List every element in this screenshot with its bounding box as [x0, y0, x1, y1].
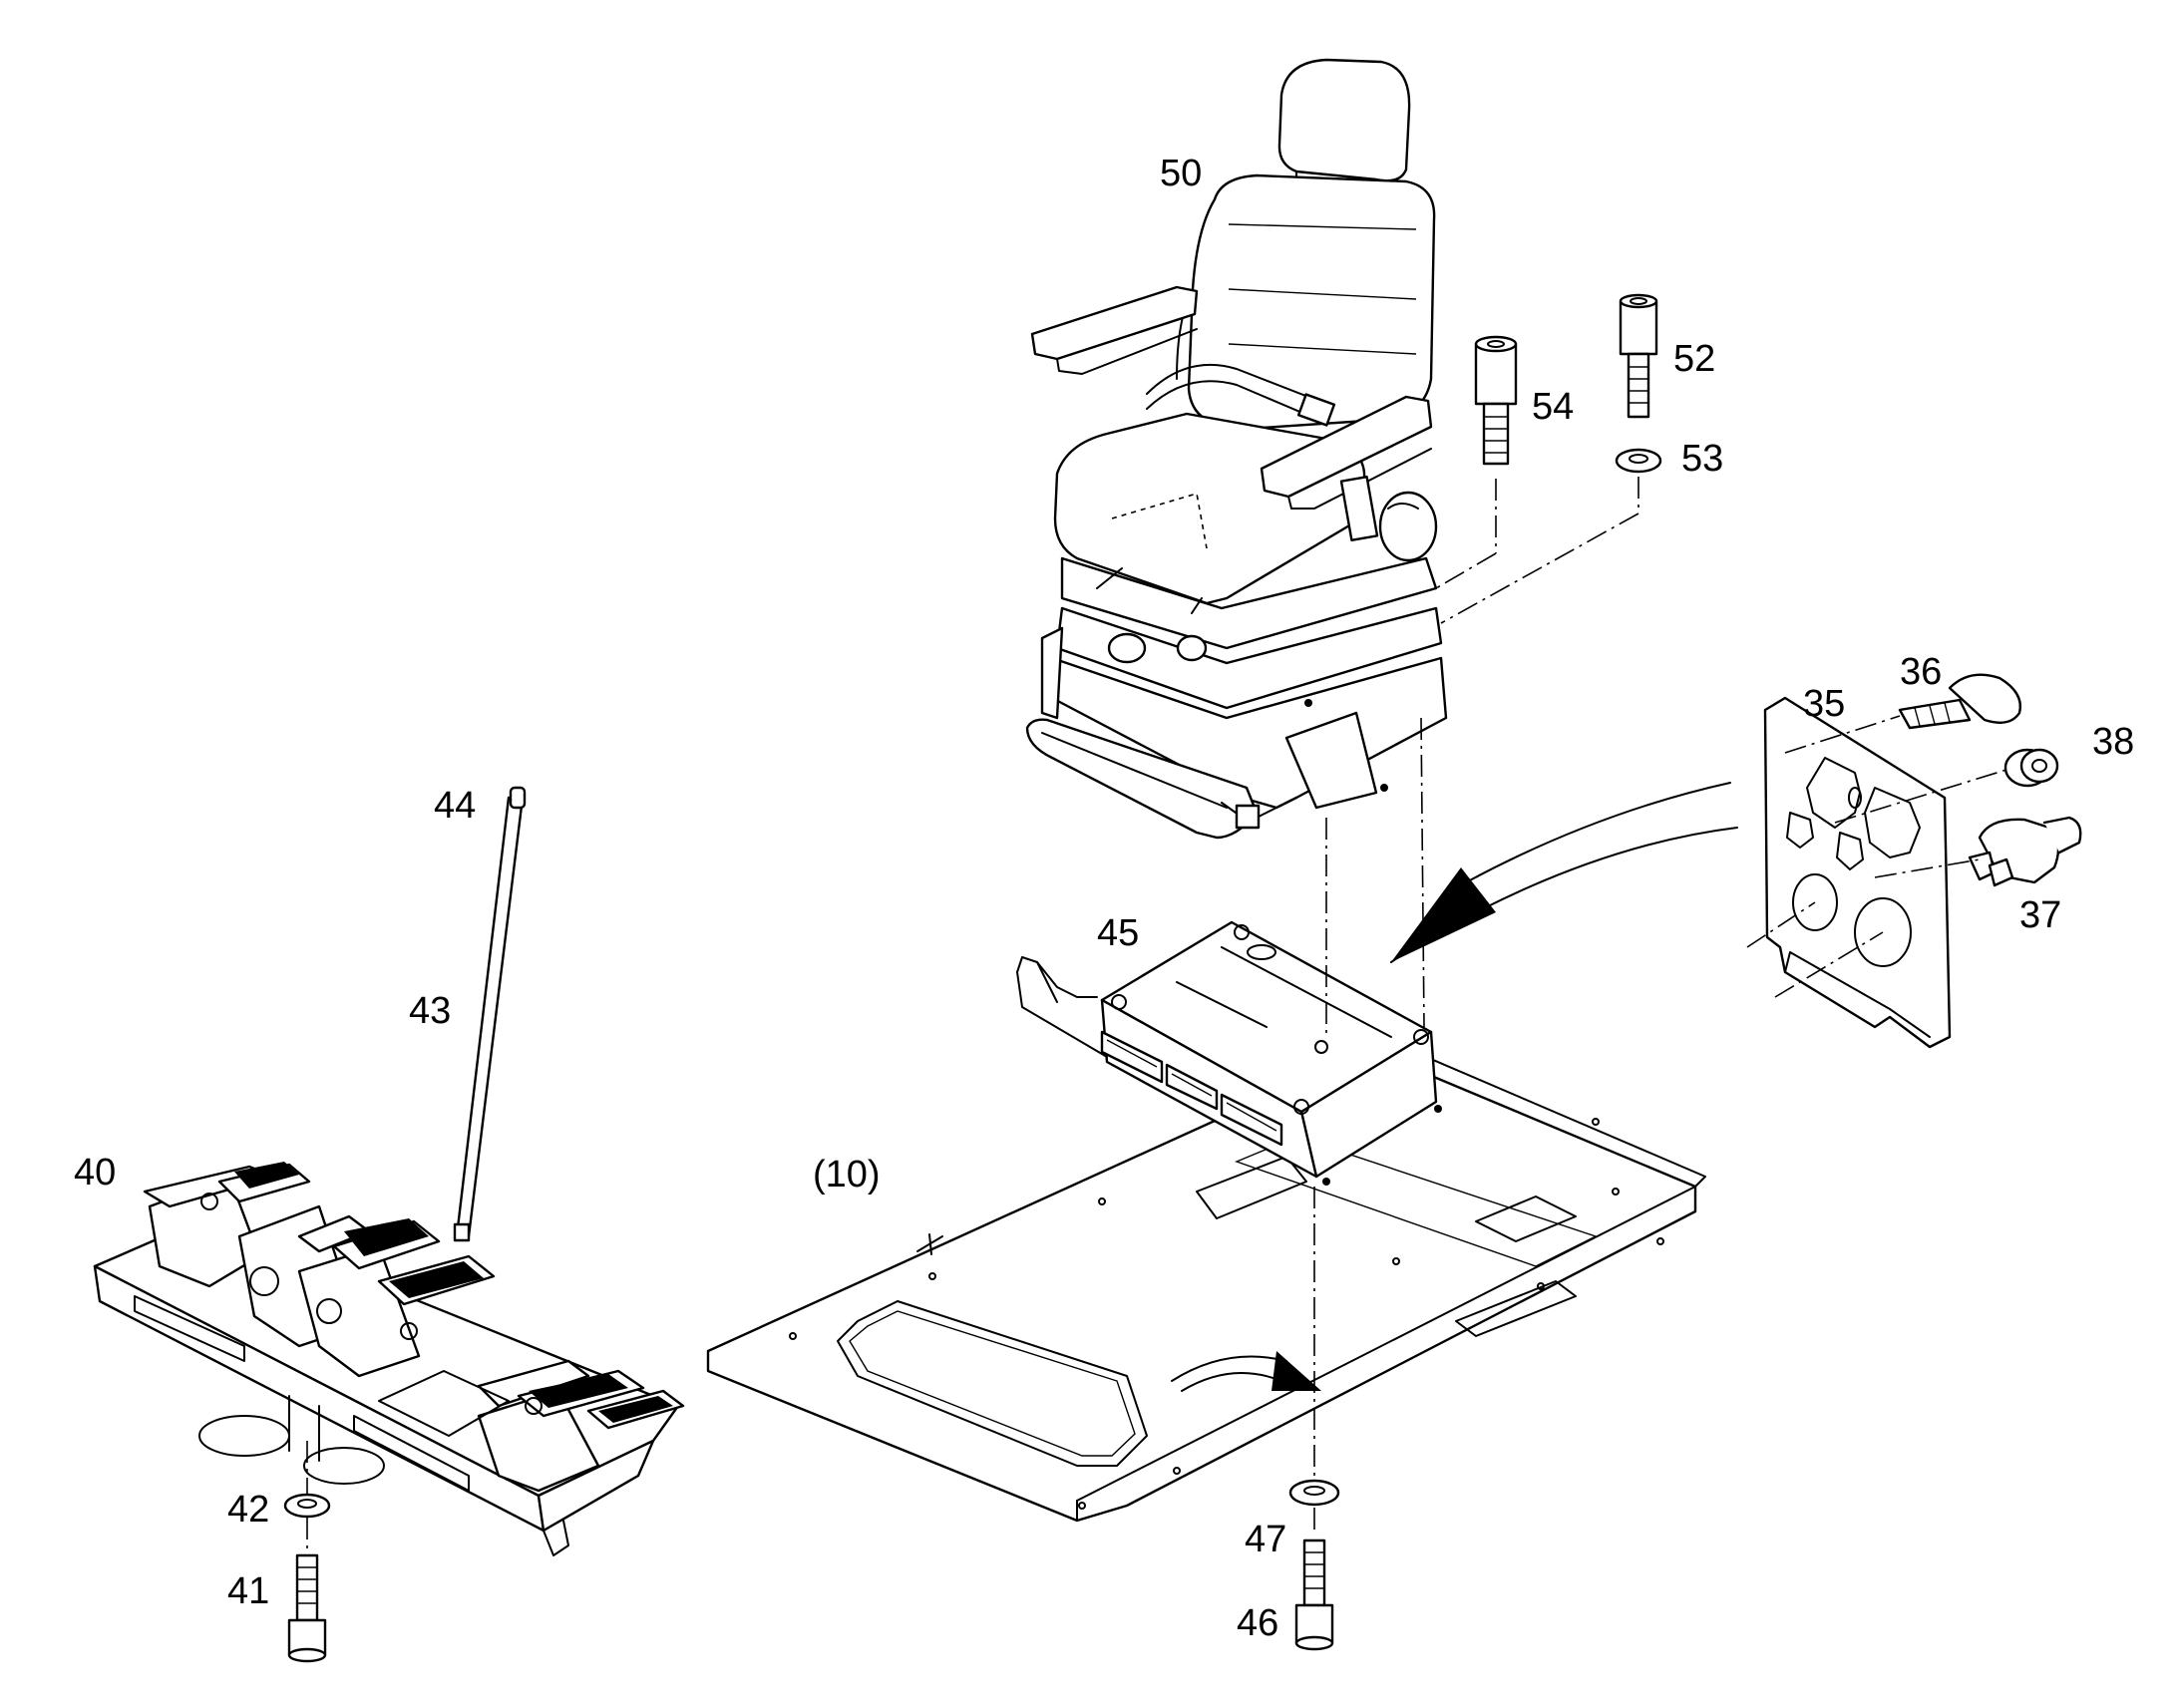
grommet-38 — [2003, 748, 2059, 788]
label-38: 38 — [2092, 721, 2134, 763]
label-43: 43 — [409, 990, 451, 1032]
label-35: 35 — [1803, 683, 1845, 725]
label-47: 47 — [1245, 1519, 1286, 1560]
center-lines — [306, 477, 2007, 1550]
label-54: 54 — [1532, 386, 1574, 428]
bolt-46 — [1294, 1538, 1334, 1651]
label-44: 44 — [434, 785, 476, 827]
label-37: 37 — [2019, 894, 2061, 936]
bolt-54 — [1474, 335, 1518, 466]
label-52: 52 — [1673, 338, 1715, 380]
label-53: 53 — [1681, 438, 1723, 480]
rod — [453, 786, 527, 1242]
washer-53 — [1615, 448, 1662, 474]
washer-53-hole — [1629, 454, 1648, 464]
label-45: 45 — [1097, 912, 1139, 954]
washer-47 — [1288, 1479, 1340, 1507]
washer-42-hole — [297, 1499, 317, 1509]
bracket-plate — [1763, 696, 1952, 1049]
washer-47-hole — [1303, 1486, 1325, 1496]
label-10: (10) — [813, 1154, 881, 1196]
bolt-41 — [287, 1553, 327, 1663]
label-36: 36 — [1900, 651, 1942, 693]
label-46: 46 — [1237, 1602, 1278, 1644]
direction-arrow — [1390, 782, 1738, 963]
bolt-36 — [1898, 673, 2021, 730]
operator-seat — [1025, 58, 1448, 840]
callout-labels: 50 52 54 53 36 35 38 37 44 45 43 (10) 40… — [74, 153, 2134, 1644]
pedal-assembly — [93, 1162, 685, 1556]
connector-37 — [1968, 816, 2082, 887]
washer-42 — [283, 1493, 331, 1519]
control-unit-box — [1016, 920, 1442, 1186]
label-50: 50 — [1160, 153, 1202, 194]
bolt-52 — [1619, 293, 1658, 419]
label-40: 40 — [74, 1152, 116, 1194]
label-42: 42 — [227, 1489, 269, 1531]
label-41: 41 — [227, 1570, 269, 1612]
